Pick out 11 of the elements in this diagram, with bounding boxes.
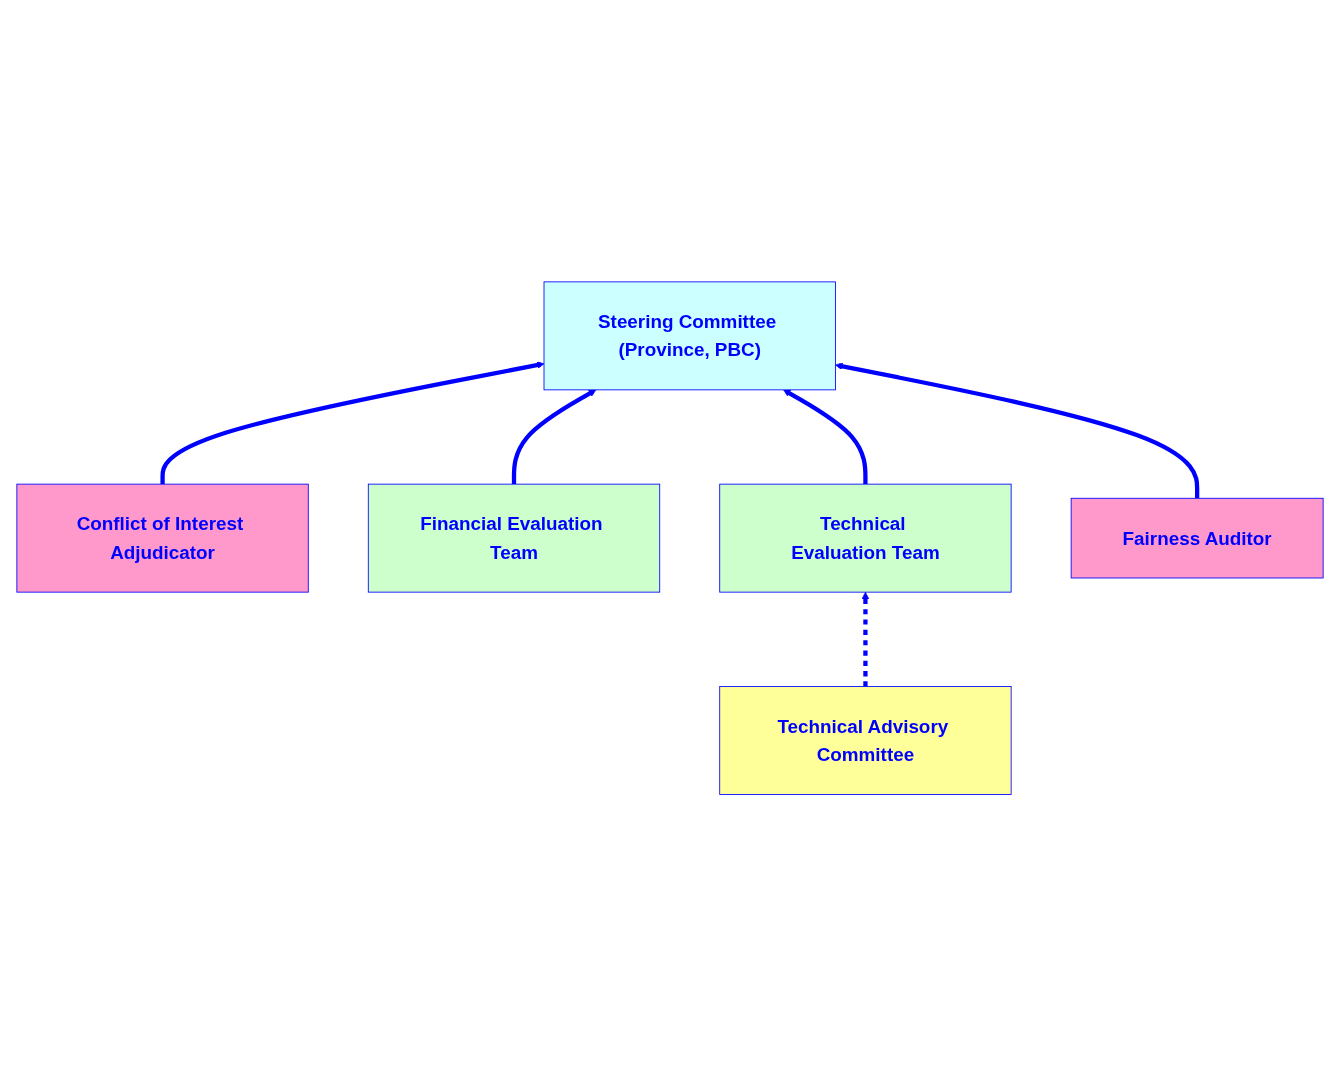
arrow (861, 591, 870, 687)
node-box: Conflict of Interest Adjudicator (16, 483, 309, 593)
arrow (160, 361, 545, 484)
arrow (783, 389, 868, 484)
node-box: Financial Evaluation Team (367, 483, 661, 593)
node-box: Steering Committee (Province, PBC) (543, 281, 836, 391)
node-box: Technical Evaluation Team (719, 483, 1012, 593)
node-box: Technical Advisory Committee (719, 685, 1012, 795)
node-box: Fairness Auditor (1070, 497, 1324, 579)
arrow (511, 389, 597, 484)
arrow (835, 362, 1200, 499)
